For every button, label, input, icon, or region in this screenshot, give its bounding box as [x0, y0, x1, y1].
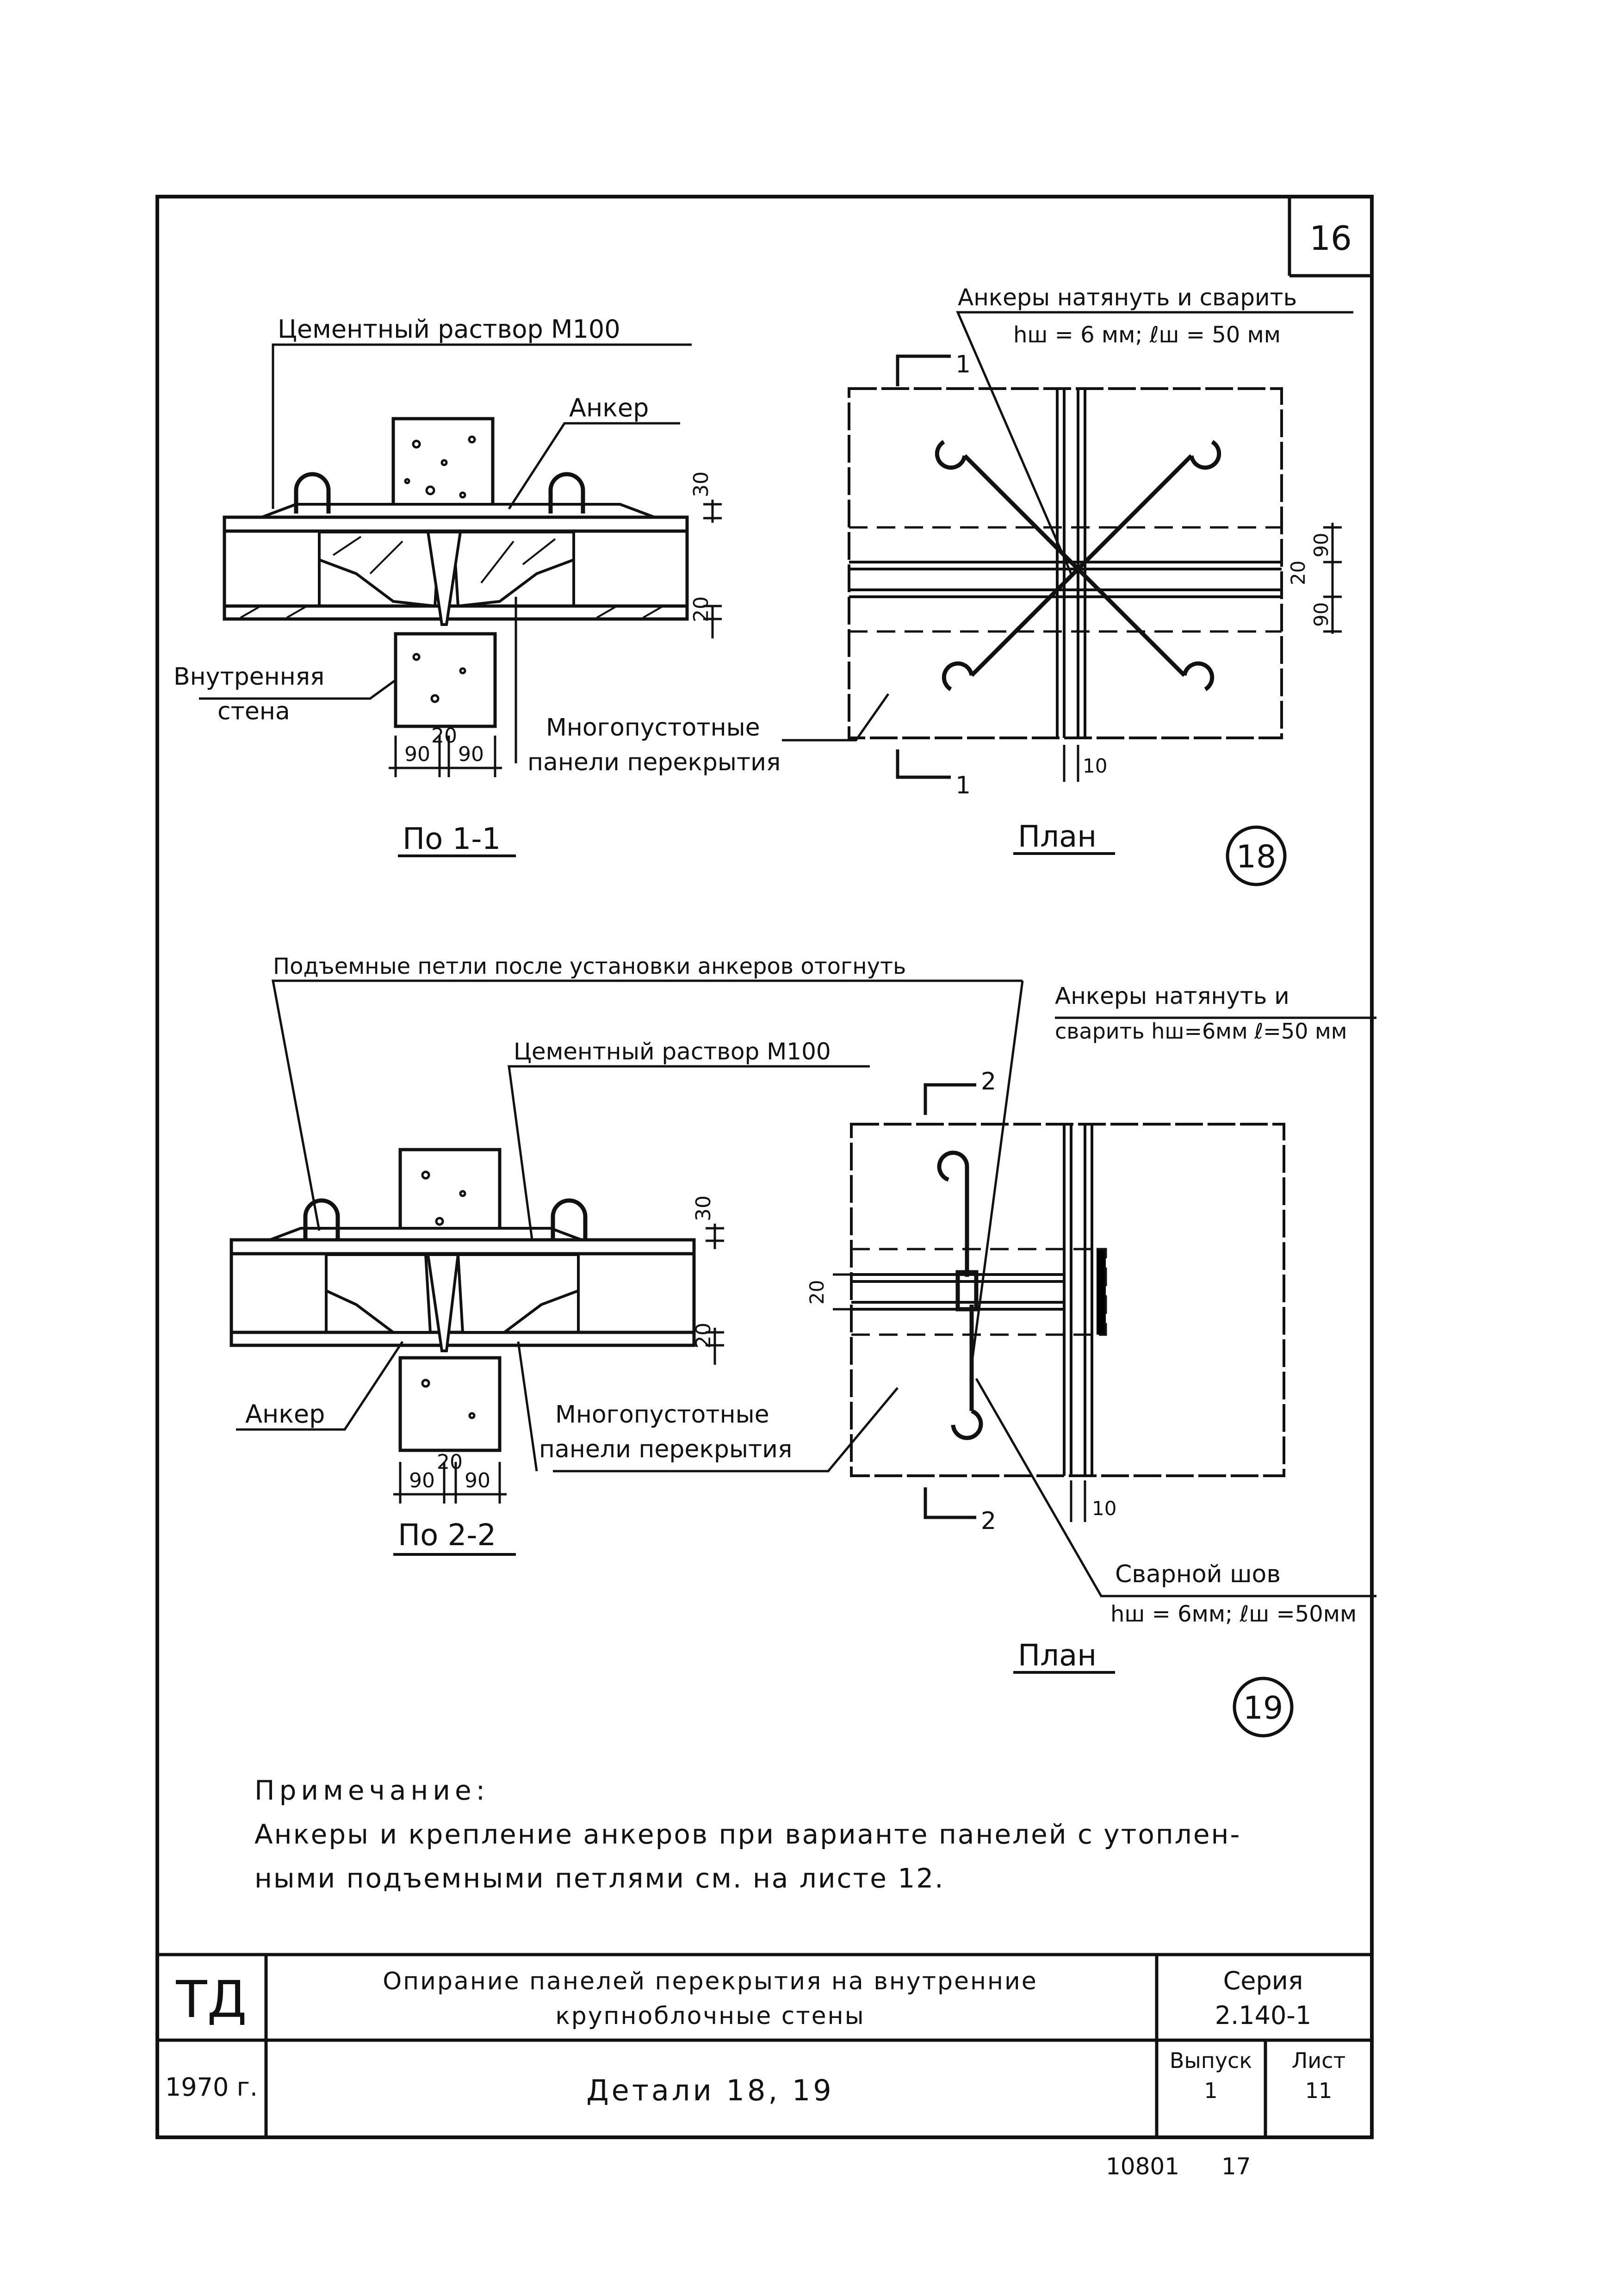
weld-label-line2: hш = 6мм; ℓш =50мм — [1110, 1601, 1357, 1627]
floor-panel-top — [223, 515, 689, 533]
note-line2: ными подъемными петлями см. на листе 12. — [254, 1863, 945, 1894]
anchor-label: Анкер — [569, 393, 649, 422]
plan18-dim-90-top: 90 — [1310, 533, 1333, 557]
dim-30-2: 30 — [692, 1195, 715, 1221]
plan18-dim-90-bottom: 90 — [1310, 602, 1333, 627]
detail-18-number: 18 — [1236, 839, 1277, 875]
issue-label: Выпуск — [1170, 2048, 1252, 2073]
floor-panel-bottom — [223, 604, 689, 621]
panels-label-line1: Многопустотные — [546, 714, 760, 742]
note-line1: Анкеры и крепление анкеров при варианте … — [254, 1819, 1241, 1850]
plan-18-drawing — [848, 311, 1353, 782]
detail-19-marker — [1233, 1677, 1294, 1738]
dim-20-right: 20 — [689, 596, 713, 622]
plan19-note-line1: Анкеры натянуть и — [1055, 983, 1289, 1009]
joint-key — [426, 531, 462, 626]
lifting-loop-right — [548, 472, 585, 514]
detail-18-marker — [1226, 825, 1287, 886]
dim-90-left-2: 90 — [409, 1469, 435, 1492]
series-value: 2.140-1 — [1215, 2001, 1311, 2030]
plan18-note-line2: hш = 6 мм; ℓш = 50 мм — [1013, 322, 1281, 348]
plan18-cut-top: 1 — [955, 351, 971, 378]
sheet-number: 16 — [1309, 219, 1352, 258]
title-block — [157, 1953, 1372, 2137]
subtitle: Детали 18, 19 — [586, 2073, 834, 2107]
inner-wall-label-line2: стена — [217, 698, 290, 725]
joint-concrete — [318, 531, 441, 608]
lower-wall-block — [394, 632, 497, 728]
plan18-title: План — [1018, 820, 1097, 854]
title-line1: Опирание панелей перекрытия на внутренни… — [383, 1968, 1038, 1995]
plan-19-drawing — [833, 1016, 1376, 1597]
dim-20-bottom: 20 — [431, 724, 457, 748]
section-1-1-drawing: 30 20 20 90 90 — [199, 343, 890, 777]
panels-label-2-line1: Многопустотные — [555, 1401, 769, 1429]
section-2-2-title: По 2-2 — [398, 1518, 496, 1553]
mortar-label-2: Цементный раствор М100 — [514, 1038, 831, 1065]
plan19-note-line2: сварить hш=6мм ℓ=50 мм — [1055, 1019, 1347, 1044]
dim-90-left: 90 — [404, 743, 430, 766]
loops-note-label: Подъемные петли после установки анкеров … — [273, 953, 906, 979]
plan19-cut-bottom: 2 — [981, 1507, 996, 1535]
plan19-title: План — [1018, 1639, 1097, 1673]
series-label: Серия — [1223, 1966, 1303, 1995]
footer-page: 17 — [1221, 2153, 1251, 2180]
dim-30: 30 — [689, 471, 713, 497]
title-line2: крупноблочные стены — [555, 2002, 865, 2030]
panels-label-line2: панели перекрытия — [527, 749, 781, 776]
section-1-1-title: По 1-1 — [403, 822, 501, 856]
sheet-value: 11 — [1305, 2078, 1333, 2103]
dim-20-right-2: 20 — [692, 1323, 715, 1349]
sheet-frame — [155, 195, 1374, 2139]
section-2-2-drawing — [229, 979, 1024, 1504]
year: 1970 г. — [165, 2073, 258, 2102]
weld-label-line1: Сварной шов — [1115, 1560, 1281, 1588]
dim-20-bottom-2: 20 — [437, 1450, 463, 1474]
plan19-dim-20: 20 — [806, 1280, 828, 1305]
panels-label-2-line2: панели перекрытия — [539, 1436, 792, 1463]
sheet-label: Лист — [1292, 2048, 1346, 2073]
note-heading: Примечание: — [254, 1775, 490, 1806]
plan19-cut-top: 2 — [981, 1068, 996, 1095]
dim-90-right: 90 — [458, 743, 484, 766]
plan18-cut-bottom: 1 — [955, 772, 971, 799]
anchor-label-2: Анкер — [245, 1399, 325, 1429]
inner-wall-label-line1: Внутренняя — [174, 663, 324, 691]
issue-value: 1 — [1204, 2078, 1217, 2103]
plan18-dim-10: 10 — [1083, 755, 1107, 777]
detail-19-number: 19 — [1243, 1690, 1283, 1727]
plan19-dim-10: 10 — [1092, 1497, 1116, 1520]
plan18-note-line1: Анкеры натянуть и сварить — [958, 284, 1297, 311]
td-logo: ТД — [175, 1970, 247, 2029]
mortar-label: Цементный раствор М100 — [278, 315, 620, 344]
lifting-loop-left — [294, 472, 331, 514]
footer-code: 10801 — [1106, 2153, 1179, 2180]
plan18-dim-20: 20 — [1287, 561, 1309, 585]
dim-90-right-2: 90 — [465, 1469, 490, 1492]
